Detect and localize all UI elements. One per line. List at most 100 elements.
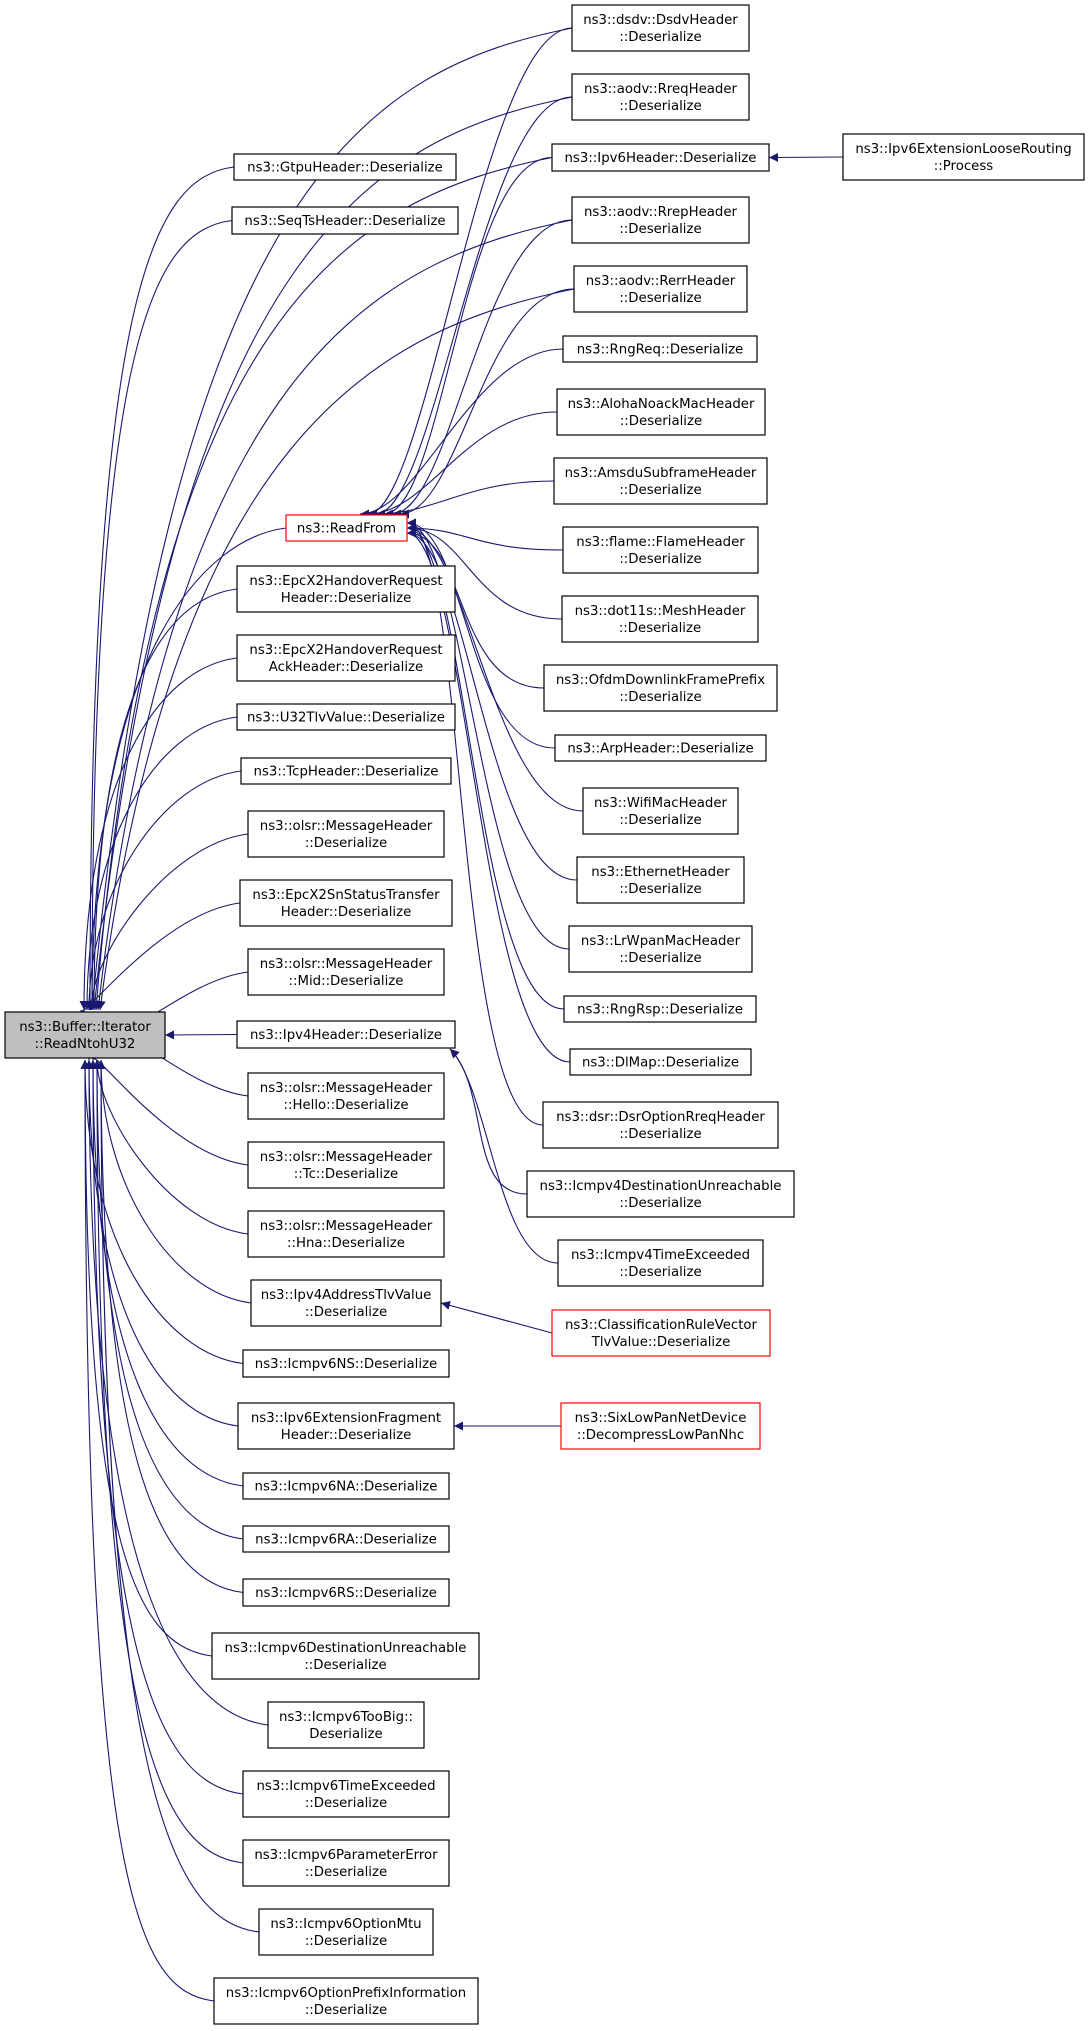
node-epcx2sn[interactable]: ns3::EpcX2SnStatusTransferHeader::Deseri… bbox=[239, 879, 453, 927]
node-tcp[interactable]: ns3::TcpHeader::Deserialize bbox=[240, 757, 452, 785]
node-ipv6h[interactable]: ns3::Ipv6Header::Deserialize bbox=[551, 143, 770, 172]
node-sixlowpan[interactable]: ns3::SixLowPanNetDevice::DecompressLowPa… bbox=[560, 1402, 761, 1450]
node-arp[interactable]: ns3::ArpHeader::Deserialize bbox=[554, 734, 767, 762]
edge-arp-to-readfrom bbox=[406, 518, 556, 749]
node-seqts-label-line-0: ns3::SeqTsHeader::Deserialize bbox=[244, 214, 445, 229]
node-icmp6ra[interactable]: ns3::Icmpv6RA::Deserialize bbox=[242, 1525, 450, 1553]
edge-rerr-to-readfrom bbox=[399, 288, 575, 519]
node-rngreq-label-line-0: ns3::RngReq::Deserialize bbox=[577, 343, 744, 358]
node-olsrmsg-box bbox=[247, 810, 445, 858]
node-u32tlv[interactable]: ns3::U32TlvValue::Deserialize bbox=[236, 703, 456, 731]
node-ipv6frag-box bbox=[237, 1402, 455, 1450]
node-icmp6te-label-line-0: ns3::Icmpv6TimeExceeded bbox=[256, 1779, 435, 1794]
node-olsrhna-box bbox=[247, 1210, 445, 1258]
edge-icmp6pi-to-root bbox=[80, 1059, 215, 2002]
node-ether-box bbox=[576, 856, 745, 904]
node-icmp6mtu[interactable]: ns3::Icmpv6OptionMtu::Deserialize bbox=[258, 1908, 434, 1956]
node-ofdm[interactable]: ns3::OfdmDownlinkFramePrefix::Deserializ… bbox=[543, 664, 778, 712]
node-ipv4addr-label-line-1: ::Deserialize bbox=[305, 1305, 387, 1320]
node-wifimac-label-line-0: ns3::WifiMacHeader bbox=[594, 796, 728, 811]
node-aloha[interactable]: ns3::AlohaNoackMacHeader::Deserialize bbox=[556, 388, 766, 436]
node-icmp6pi[interactable]: ns3::Icmpv6OptionPrefixInformation::Dese… bbox=[213, 1977, 479, 2025]
node-ipv6loose[interactable]: ns3::Ipv6ExtensionLooseRouting::Process bbox=[842, 133, 1085, 181]
node-ipv6frag-label-line-1: Header::Deserialize bbox=[281, 1428, 412, 1443]
node-icmp6mtu-label-line-1: ::Deserialize bbox=[305, 1934, 387, 1949]
edge-gtpu-to-root bbox=[85, 166, 235, 1011]
node-lrwpan-label-line-0: ns3::LrWpanMacHeader bbox=[581, 934, 741, 949]
node-dlmap[interactable]: ns3::DlMap::Deserialize bbox=[569, 1048, 752, 1076]
edge-rngreq-to-readfrom bbox=[359, 348, 564, 519]
node-tcp-box bbox=[240, 757, 452, 785]
edge-lrwpan-to-readfrom bbox=[406, 518, 570, 950]
node-amsdu[interactable]: ns3::AmsduSubframeHeader::Deserialize bbox=[553, 457, 768, 505]
node-rngrsp[interactable]: ns3::RngRsp::Deserialize bbox=[563, 995, 757, 1023]
node-icmp6pe[interactable]: ns3::Icmpv6ParameterError::Deserialize bbox=[242, 1839, 450, 1887]
node-rreq[interactable]: ns3::aodv::RreqHeader::Deserialize bbox=[571, 73, 750, 121]
node-icmp6tb[interactable]: ns3::Icmpv6TooBig::Deserialize bbox=[267, 1701, 425, 1749]
node-olsrmid[interactable]: ns3::olsr::MessageHeader::Mid::Deseriali… bbox=[247, 948, 445, 996]
node-icmp6rs[interactable]: ns3::Icmpv6RS::Deserialize bbox=[242, 1578, 450, 1607]
node-flame[interactable]: ns3::flame::FlameHeader::Deserialize bbox=[562, 526, 759, 574]
node-olsrtc[interactable]: ns3::olsr::MessageHeader::Tc::Deserializ… bbox=[247, 1141, 445, 1189]
node-icmp4te[interactable]: ns3::Icmpv4TimeExceeded::Deserialize bbox=[557, 1239, 764, 1287]
edge-mesh-to-readfrom bbox=[406, 523, 563, 620]
node-ofdm-box bbox=[543, 664, 778, 712]
node-epcx2hra[interactable]: ns3::EpcX2HandoverRequestAckHeader::Dese… bbox=[236, 634, 456, 682]
node-ipv4h[interactable]: ns3::Ipv4Header::Deserialize bbox=[236, 1020, 456, 1049]
node-epcx2hr[interactable]: ns3::EpcX2HandoverRequestHeader::Deseria… bbox=[236, 565, 456, 613]
node-dsrrreq[interactable]: ns3::dsr::DsrOptionRreqHeader::Deseriali… bbox=[542, 1101, 779, 1149]
node-readfrom[interactable]: ns3::ReadFrom bbox=[285, 514, 408, 542]
node-rrep[interactable]: ns3::aodv::RrepHeader::Deserialize bbox=[571, 196, 750, 244]
node-ipv4addr[interactable]: ns3::Ipv4AddressTlvValue::Deserialize bbox=[250, 1279, 442, 1327]
edge-rngrsp-to-readfrom bbox=[406, 523, 565, 1010]
node-olsrmsg-label-line-1: ::Deserialize bbox=[305, 836, 387, 851]
node-rngreq[interactable]: ns3::RngReq::Deserialize bbox=[562, 335, 758, 363]
node-ipv6frag[interactable]: ns3::Ipv6ExtensionFragmentHeader::Deseri… bbox=[237, 1402, 455, 1450]
node-gtpu[interactable]: ns3::GtpuHeader::Deserialize bbox=[233, 153, 457, 181]
node-epcx2hra-label-line-0: ns3::EpcX2HandoverRequest bbox=[249, 643, 442, 658]
node-wifimac[interactable]: ns3::WifiMacHeader::Deserialize bbox=[582, 787, 739, 835]
node-rerr-box bbox=[573, 265, 748, 313]
node-icmp6du[interactable]: ns3::Icmpv6DestinationUnreachable::Deser… bbox=[211, 1632, 480, 1680]
node-icmp4te-box bbox=[557, 1239, 764, 1287]
node-olsrtc-box bbox=[247, 1141, 445, 1189]
node-icmp6ra-box bbox=[242, 1525, 450, 1553]
node-dsdv-label-line-1: ::Deserialize bbox=[619, 30, 701, 45]
node-epcx2hra-box bbox=[236, 634, 456, 682]
node-olsrmsg[interactable]: ns3::olsr::MessageHeader::Deserialize bbox=[247, 810, 445, 858]
node-classrule[interactable]: ns3::ClassificationRuleVectorTlvValue::D… bbox=[551, 1309, 771, 1357]
node-icmp6ra-label-line-0: ns3::Icmpv6RA::Deserialize bbox=[255, 1533, 437, 1548]
nodes-layer: ns3::Buffer::Iterator::ReadNtohU32 ns3::G… bbox=[4, 4, 1085, 2025]
node-icmp4du[interactable]: ns3::Icmpv4DestinationUnreachable::Deser… bbox=[526, 1170, 795, 1218]
node-icmp6na-label-line-0: ns3::Icmpv6NA::Deserialize bbox=[255, 1480, 438, 1495]
node-dsdv[interactable]: ns3::dsdv::DsdvHeader::Deserialize bbox=[571, 4, 750, 52]
node-lrwpan[interactable]: ns3::LrWpanMacHeader::Deserialize bbox=[568, 925, 753, 973]
node-icmp6na[interactable]: ns3::Icmpv6NA::Deserialize bbox=[242, 1472, 450, 1500]
node-icmp6du-box bbox=[211, 1632, 480, 1680]
edge-icmp6mtu-to-root bbox=[96, 1059, 260, 1933]
node-seqts[interactable]: ns3::SeqTsHeader::Deserialize bbox=[231, 206, 459, 235]
node-amsdu-label-line-1: ::Deserialize bbox=[619, 483, 701, 498]
node-olsrhna[interactable]: ns3::olsr::MessageHeader::Hna::Deseriali… bbox=[247, 1210, 445, 1258]
node-icmp6mtu-label-line-0: ns3::Icmpv6OptionMtu bbox=[270, 1917, 421, 1932]
node-ether[interactable]: ns3::EthernetHeader::Deserialize bbox=[576, 856, 745, 904]
node-icmp6mtu-box bbox=[258, 1908, 434, 1956]
node-olsrhna-label-line-0: ns3::olsr::MessageHeader bbox=[260, 1219, 433, 1234]
edge-icmp6ns-to-root bbox=[80, 1059, 244, 1365]
node-dsdv-box bbox=[571, 4, 750, 52]
node-mesh[interactable]: ns3::dot11s::MeshHeader::Deserialize bbox=[561, 595, 759, 643]
node-epcx2hra-label-line-1: AckHeader::Deserialize bbox=[269, 660, 423, 675]
node-rreq-label-line-1: ::Deserialize bbox=[619, 99, 701, 114]
node-ipv6h-box bbox=[551, 143, 770, 172]
node-classrule-box bbox=[551, 1309, 771, 1357]
edge-ipv4h-to-root bbox=[164, 1030, 238, 1040]
node-icmp6ns[interactable]: ns3::Icmpv6NS::Deserialize bbox=[242, 1349, 450, 1378]
node-root[interactable]: ns3::Buffer::Iterator::ReadNtohU32 bbox=[4, 1011, 166, 1059]
edge-epcx2sn-to-root bbox=[76, 902, 241, 1020]
node-rerr[interactable]: ns3::aodv::RerrHeader::Deserialize bbox=[573, 265, 748, 313]
edge-aloha-to-readfrom bbox=[367, 411, 558, 519]
node-rrep-box bbox=[571, 196, 750, 244]
node-olsrhello[interactable]: ns3::olsr::MessageHeader::Hello::Deseria… bbox=[247, 1072, 445, 1120]
node-epcx2hr-label-line-1: Header::Deserialize bbox=[281, 591, 412, 606]
node-icmp6te[interactable]: ns3::Icmpv6TimeExceeded::Deserialize bbox=[242, 1770, 450, 1818]
